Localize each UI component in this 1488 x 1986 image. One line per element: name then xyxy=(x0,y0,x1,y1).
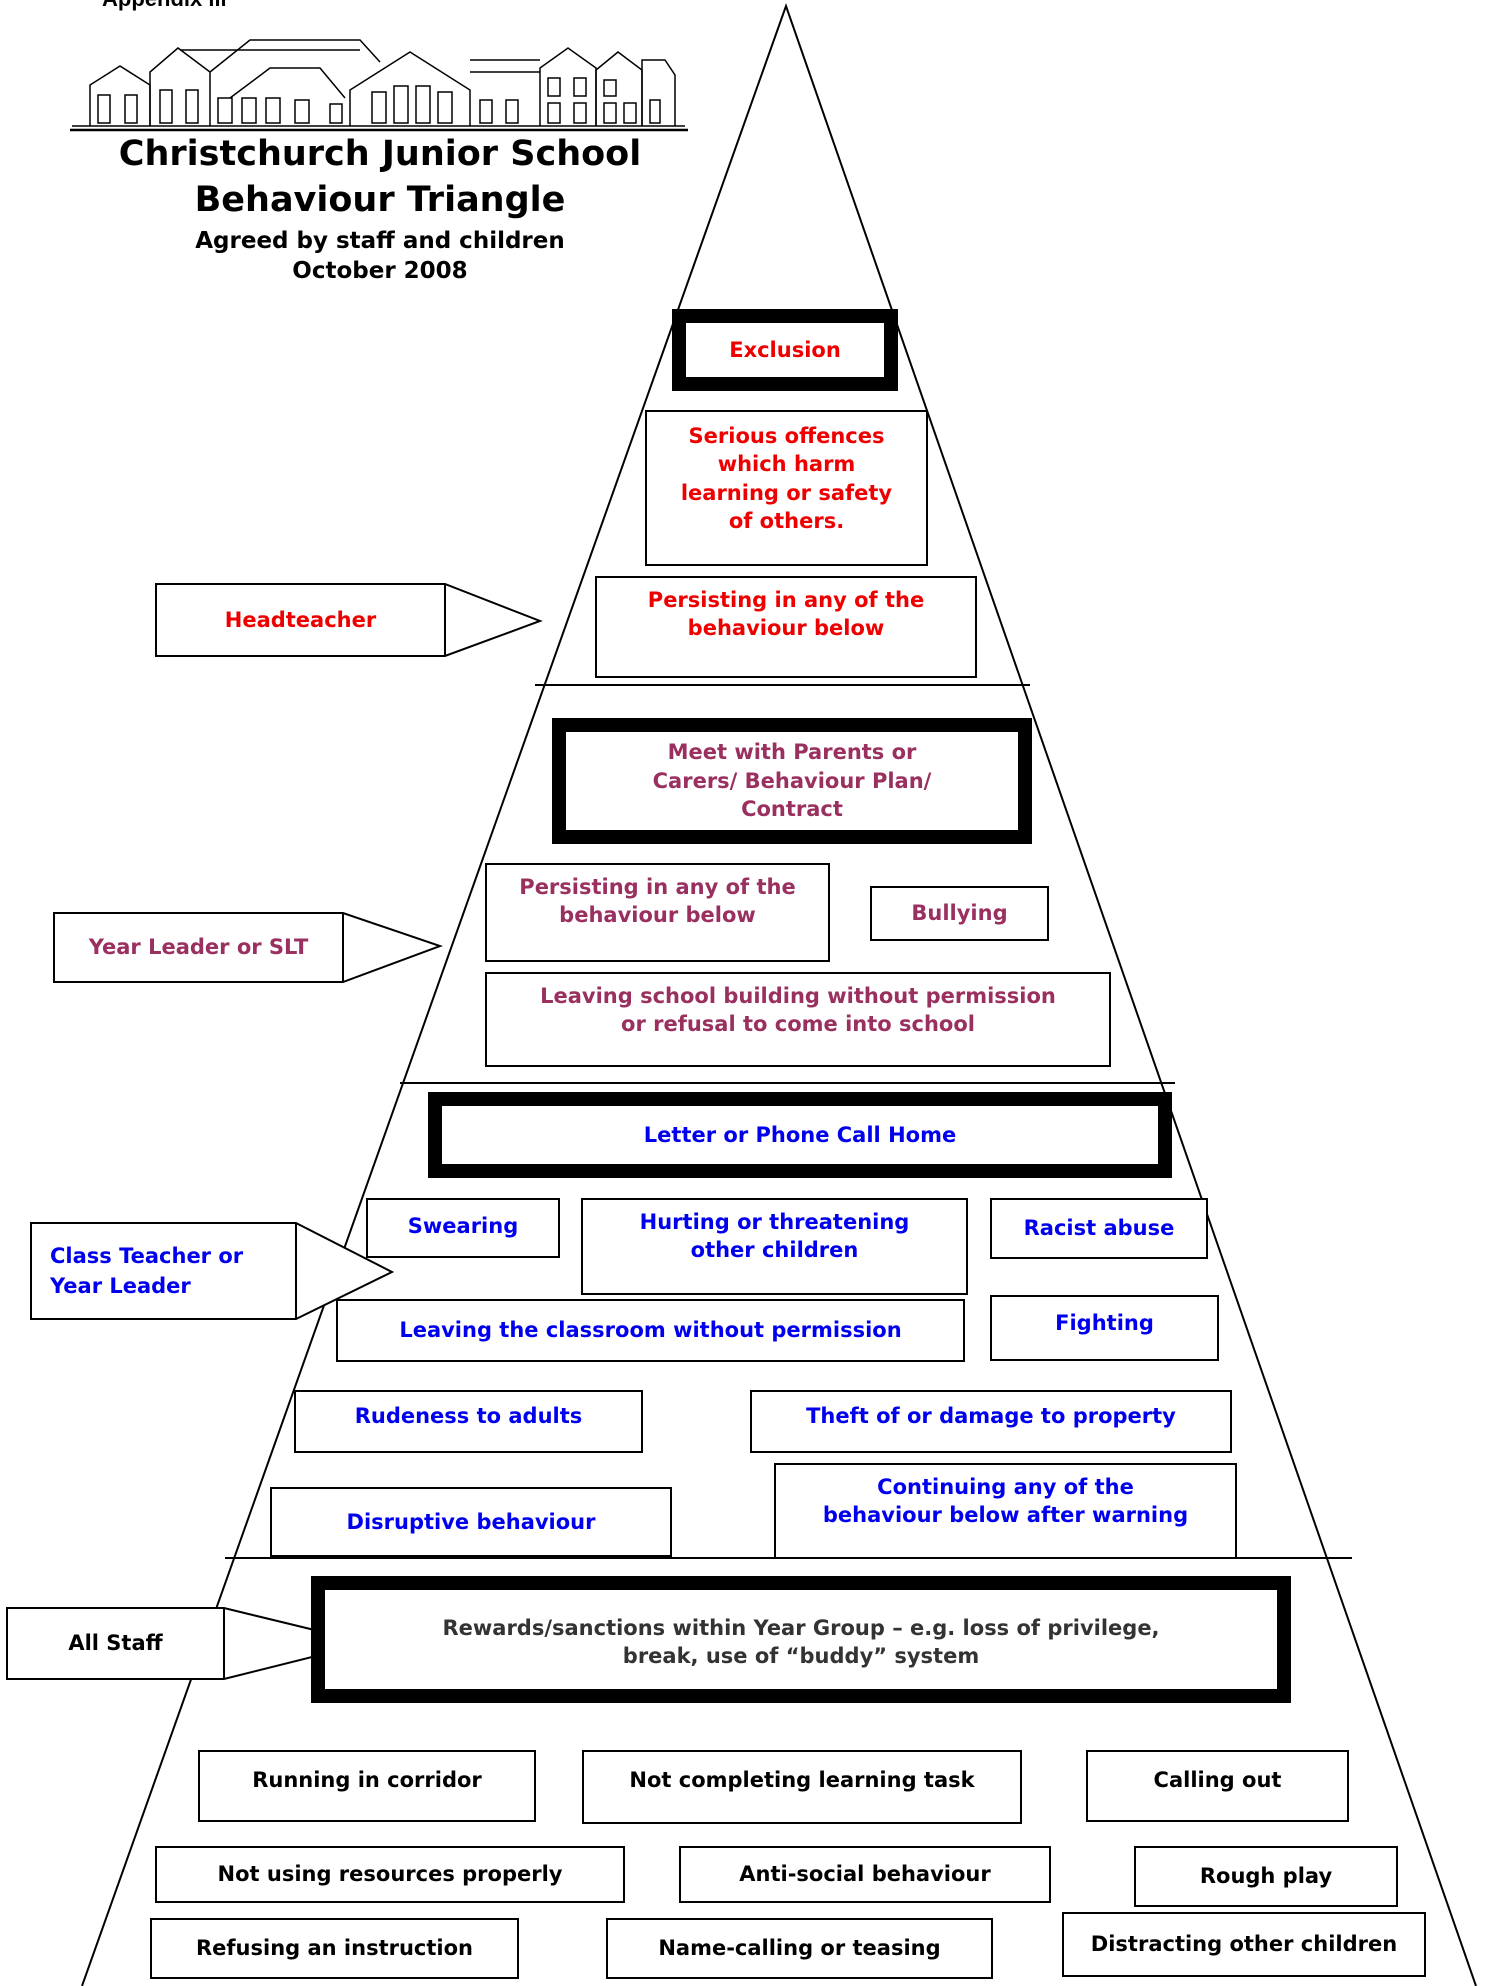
racist-abuse-box: Racist abuse xyxy=(990,1198,1208,1259)
rewards-sanctions-box: Rewards/sanctions within Year Group – e.… xyxy=(311,1576,1291,1703)
class-teacher-label: Class Teacher or Year Leader xyxy=(50,1243,244,1298)
refusing-instruction-box: Refusing an instruction xyxy=(150,1918,519,1979)
rough-play-box: Rough play xyxy=(1134,1846,1398,1907)
calling-out-box: Calling out xyxy=(1086,1750,1349,1822)
subtitle: Agreed by staff and children xyxy=(195,228,565,254)
meet-parents-box: Meet with Parents or Carers/ Behaviour P… xyxy=(552,718,1032,844)
leaving-school-box: Leaving school building without permissi… xyxy=(485,972,1111,1067)
persisting-year-leader-box: Persisting in any of the behaviour below xyxy=(485,863,830,962)
running-corridor-box: Running in corridor xyxy=(198,1750,536,1822)
disruptive-box: Disruptive behaviour xyxy=(270,1487,672,1557)
hurting-box: Hurting or threatening other children xyxy=(581,1198,968,1295)
school-name: Christchurch Junior School xyxy=(118,134,642,174)
not-using-resources-box: Not using resources properly xyxy=(155,1846,625,1903)
all-staff-label: All Staff xyxy=(68,1631,163,1656)
distracting-box: Distracting other children xyxy=(1062,1912,1426,1977)
leaving-classroom-box: Leaving the classroom without permission xyxy=(336,1299,965,1362)
continuing-box: Continuing any of the behaviour below af… xyxy=(774,1463,1237,1559)
serious-offences-box: Serious offences which harm learning or … xyxy=(645,410,928,566)
name-calling-box: Name-calling or teasing xyxy=(606,1918,993,1979)
anti-social-box: Anti-social behaviour xyxy=(679,1846,1051,1903)
document-title: Behaviour Triangle xyxy=(194,180,566,220)
swearing-box: Swearing xyxy=(366,1198,560,1258)
theft-box: Theft of or damage to property xyxy=(750,1390,1232,1453)
fighting-box: Fighting xyxy=(990,1295,1219,1361)
class-teacher-arrow xyxy=(30,1222,395,1320)
bullying-box: Bullying xyxy=(870,886,1049,941)
year-leader-label: Year Leader or SLT xyxy=(88,935,309,960)
rudeness-box: Rudeness to adults xyxy=(294,1390,643,1453)
school-building-drawing xyxy=(70,39,688,132)
all-staff-arrow xyxy=(6,1607,369,1680)
persisting-headteacher-box: Persisting in any of the behaviour below xyxy=(595,576,977,678)
date: October 2008 xyxy=(292,258,468,284)
letter-phone-box: Letter or Phone Call Home xyxy=(428,1092,1172,1178)
headteacher-label: Headteacher xyxy=(224,607,377,632)
not-completing-box: Not completing learning task xyxy=(582,1750,1022,1824)
exclusion-box: Exclusion xyxy=(672,309,898,391)
appendix-label: Appendix iii xyxy=(102,0,227,12)
